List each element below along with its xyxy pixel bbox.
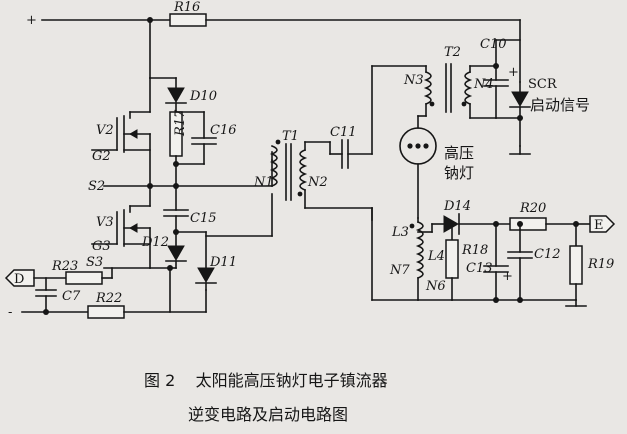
resistor-r20 <box>509 217 547 231</box>
label-c13-polarity: + <box>502 269 513 284</box>
label-r16: R16 <box>173 0 200 15</box>
label-port-e: E <box>594 218 604 233</box>
positive-rail <box>41 13 521 83</box>
label-s2: S2 <box>88 179 105 194</box>
label-c12: C12 <box>534 247 561 262</box>
inductor-l3-l4 <box>371 207 424 301</box>
label-c11: C11 <box>330 125 357 140</box>
label-c16: C16 <box>210 123 237 138</box>
label-n3: N3 <box>403 73 424 88</box>
label-s3: S3 <box>86 255 103 270</box>
label-scr: SCR <box>528 77 558 92</box>
label-lamp-line1: 高压 <box>444 144 474 162</box>
label-t2: T2 <box>444 45 461 60</box>
resistor-r16 <box>169 13 207 27</box>
diode-d12 <box>167 245 185 262</box>
label-n1: N1 <box>253 175 274 190</box>
label-c7: C7 <box>62 289 81 304</box>
label-c10-polarity: + <box>508 65 519 80</box>
label-d14: D14 <box>443 199 471 214</box>
port-e <box>589 215 616 233</box>
label-r18: R18 <box>461 243 488 258</box>
transformer-t1 <box>205 139 373 237</box>
negative-rail <box>21 267 207 319</box>
lamp-branch <box>329 65 437 219</box>
scr-trigger <box>483 39 531 155</box>
label-n2: N2 <box>307 175 328 190</box>
label-t1: T1 <box>282 129 299 144</box>
scr-thyristor <box>511 91 529 108</box>
transformer-t2 <box>417 63 497 119</box>
label-c13: C13 <box>466 261 493 276</box>
lower-switch-branch <box>91 185 217 291</box>
resistor-r22 <box>87 305 125 319</box>
figure-caption: 图 2 太阳能高压钠灯电子镇流器 逆变电路及启动电路图 <box>144 371 388 424</box>
label-plus: + <box>26 13 37 28</box>
label-n6: N6 <box>425 279 446 294</box>
diode-d11 <box>197 267 215 284</box>
label-n7: N7 <box>389 263 410 278</box>
label-d11: D11 <box>209 255 237 270</box>
label-r19: R19 <box>587 257 614 272</box>
label-n4: N4 <box>473 77 494 92</box>
label-r17: R17 <box>173 109 188 137</box>
caption-line2: 逆变电路及启动电路图 <box>188 405 348 424</box>
label-c10: C10 <box>480 37 507 52</box>
label-lamp-line2: 钠灯 <box>444 164 474 182</box>
label-r23: R23 <box>51 259 78 274</box>
label-d10: D10 <box>189 89 217 104</box>
label-c15: C15 <box>190 211 217 226</box>
diode-d14 <box>443 215 460 233</box>
label-v2: V2 <box>96 123 114 138</box>
resistor-r19 <box>569 245 583 285</box>
label-d12: D12 <box>141 235 169 250</box>
midpoint-node <box>103 159 273 211</box>
labels: + - R16 D10 R17 C16 V2 G2 S2 V3 G3 C15 D… <box>8 0 614 320</box>
detect-network <box>417 213 616 307</box>
label-l3: L3 <box>391 225 409 240</box>
input-d-network <box>4 267 113 315</box>
label-v3: V3 <box>96 215 114 230</box>
label-g3: G3 <box>92 239 111 254</box>
label-minus: - <box>8 305 12 320</box>
caption-line1: 图 2 太阳能高压钠灯电子镇流器 <box>144 371 388 390</box>
label-port-d: D <box>14 272 24 287</box>
label-l4: L4 <box>427 249 445 264</box>
label-scr-signal: 启动信号 <box>530 96 590 114</box>
upper-switch-branch <box>91 19 217 187</box>
label-r20: R20 <box>519 201 546 216</box>
resistor-r18 <box>445 239 459 279</box>
label-r22: R22 <box>95 291 122 306</box>
label-g2: G2 <box>92 149 111 164</box>
diode-d10 <box>167 87 185 104</box>
